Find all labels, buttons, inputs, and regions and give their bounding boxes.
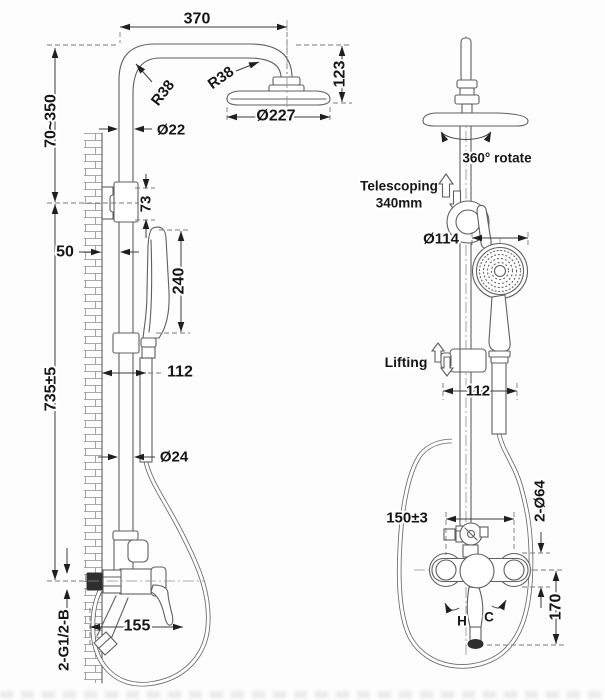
dim-112-left: 112 <box>102 362 195 383</box>
dim-240: 240 <box>156 229 190 334</box>
dim-112-right-label: 112 <box>466 383 490 400</box>
wall-bracket-front <box>446 200 492 249</box>
bracket-lever <box>476 204 492 249</box>
dim-2-o64: 2-Ø64 <box>522 478 551 608</box>
diverter-knob <box>127 539 149 563</box>
dim-o227: Ø227 <box>226 106 331 127</box>
dim-o114-label: Ø114 <box>423 231 460 248</box>
mixer-handle-front <box>466 586 484 630</box>
thread-callout-label: 2-G1/2-B <box>56 609 73 671</box>
dim-155: 155 <box>89 608 183 645</box>
mixer-handle <box>150 584 174 626</box>
dim-73-label: 73 <box>138 196 155 213</box>
dim-o227-label: Ø227 <box>256 108 295 125</box>
dim-150: 150±3 <box>384 508 515 555</box>
lifting-label: Lifting <box>385 354 428 370</box>
dim-o24-label: Ø24 <box>160 449 189 466</box>
wall-hatch <box>84 132 103 684</box>
dim-50: 50 <box>54 242 139 263</box>
telescoping-label-1: Telescoping <box>360 179 438 194</box>
telescoping-label-2: 340mm <box>376 196 423 211</box>
hand-shower-handle <box>488 294 511 352</box>
dim-240-label: 240 <box>171 268 188 295</box>
dim-123-label: 123 <box>332 61 349 88</box>
mixer-valve-side <box>86 530 174 656</box>
dim-o22-label: Ø22 <box>157 122 185 139</box>
dim-70-350: 70~350 <box>41 44 142 204</box>
lifting-arrows-icon <box>430 342 455 377</box>
wall-inlet-flange <box>86 572 103 591</box>
dim-2-o64-label: 2-Ø64 <box>532 480 549 522</box>
dim-370-label: 370 <box>184 11 211 28</box>
dim-70-350-label: 70~350 <box>43 94 60 148</box>
dim-735-label: 735±5 <box>43 367 60 411</box>
dim-123: 123 <box>296 44 352 104</box>
dim-o22: Ø22 <box>99 120 187 141</box>
left-side-view: 370 123 70~350 735±5 <box>41 9 352 687</box>
dim-170-label: 170 <box>548 594 565 621</box>
cold-label: C <box>484 610 494 625</box>
hot-cold-arrows-icon <box>442 598 509 614</box>
dim-112-left-label: 112 <box>167 364 193 381</box>
diverter-front <box>443 522 489 546</box>
radius-right-label: R38 <box>205 63 237 93</box>
mixer-valve-front: H C <box>414 522 532 649</box>
dim-735: 735±5 <box>41 204 87 582</box>
dim-155-label: 155 <box>124 618 151 635</box>
radius-left-label: R38 <box>148 77 178 109</box>
shower-hose <box>90 357 211 687</box>
shower-hose-front <box>396 361 534 669</box>
rain-shower-head <box>226 90 331 106</box>
right-front-view: 360° rotate Telescoping 340mm <box>358 36 567 669</box>
rotate-label: 360° rotate <box>462 151 532 166</box>
watermark-smudge <box>0 691 605 698</box>
dim-73: 73 <box>135 174 157 238</box>
wall-bracket <box>101 181 139 223</box>
dim-170: 170 <box>487 569 567 646</box>
dim-o24: Ø24 <box>98 447 191 468</box>
dim-150-label: 150±3 <box>386 510 428 527</box>
spout-outlet <box>467 639 484 649</box>
dim-o114: Ø114 <box>421 229 529 250</box>
dim-50-label: 50 <box>56 244 74 261</box>
tub-spout <box>93 595 129 656</box>
hot-label: H <box>457 614 467 629</box>
hand-shower-front <box>471 238 529 364</box>
dim-112-right: 112 <box>442 381 518 402</box>
thread-callout: 2-G1/2-B <box>54 548 75 673</box>
hand-shower <box>112 226 170 359</box>
rotate-arrows-icon <box>438 130 494 143</box>
dim-370: 370 <box>119 9 288 74</box>
rain-shower-head-front <box>422 112 529 127</box>
